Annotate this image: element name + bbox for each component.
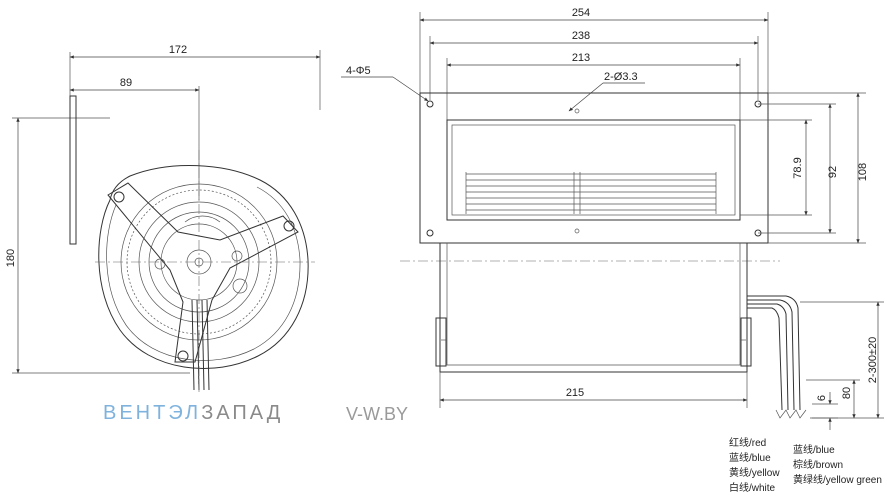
dim-213: 213: [572, 52, 590, 64]
legend-item: 黄线/yellow: [729, 468, 780, 479]
brand-watermark: ВЕНТЭЛЗАПАД: [103, 402, 283, 425]
dim-89: 89: [120, 77, 132, 89]
dim-80: 80: [841, 387, 853, 399]
dim-172: 172: [169, 44, 187, 56]
brand-part2: ЗАПАД: [201, 402, 284, 424]
site-watermark: V-W.BY: [346, 404, 409, 424]
brand-part1: ВЕНТЭЛ: [103, 402, 202, 424]
dim-small-holes: 2-Ø3.3: [604, 71, 638, 83]
dim-lead-length: 2-300±20: [867, 337, 879, 383]
front-view: 172 89 180: [5, 44, 321, 392]
legend-item: 黄绿线/yellow green: [793, 475, 882, 486]
legend-item: 蓝线/blue: [793, 445, 835, 456]
legend-item: 棕线/brown: [793, 460, 844, 471]
dim-238: 238: [572, 30, 590, 42]
legend-item: 红线/red: [729, 438, 767, 449]
dim-6: 6: [816, 395, 828, 401]
dim-215: 215: [566, 387, 584, 399]
dim-92: 92: [827, 166, 839, 178]
dim-mount-holes: 4-Φ5: [346, 65, 371, 77]
dim-78-9: 78.9: [792, 157, 804, 178]
legend-item: 蓝线/blue: [729, 453, 771, 464]
dim-108: 108: [857, 163, 869, 181]
dim-254: 254: [572, 7, 590, 19]
legend-item: 白线/white: [729, 483, 776, 494]
dim-180: 180: [5, 249, 17, 267]
side-view: 254 238 213 2-Ø3.3 4-Φ5: [341, 7, 884, 430]
